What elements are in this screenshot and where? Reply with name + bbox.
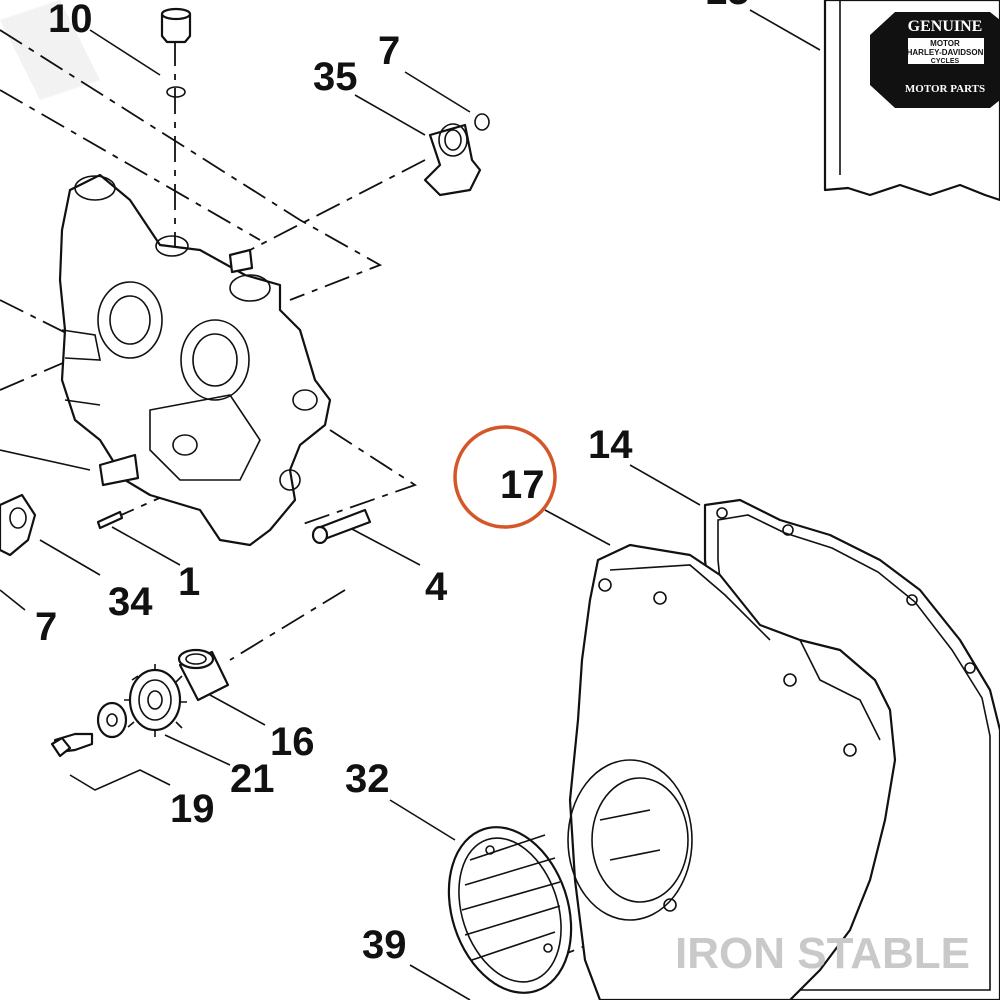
logo-box: GENUINE MOTOR HARLEY-DAVIDSON CYCLES MOT…: [823, 0, 1000, 202]
callout-19: 19: [170, 787, 215, 831]
callout-17: 17: [500, 463, 545, 507]
callout-10: 10: [48, 0, 93, 41]
callout-14: 14: [588, 423, 633, 467]
callout-7-left: 7: [35, 605, 57, 649]
callout-35: 35: [313, 55, 358, 99]
logo-mid-top-text: MOTOR: [930, 39, 960, 48]
part-pin-bolt: [96, 508, 372, 545]
part-timer-cover: [447, 826, 573, 994]
callout-16: 16: [270, 720, 315, 764]
callout-7-top: 7: [378, 29, 400, 73]
callout-39: 39: [362, 923, 407, 967]
logo-bottom-text: MOTOR PARTS: [905, 83, 985, 95]
logo-top-text: GENUINE: [908, 18, 983, 35]
part-fitting: [423, 113, 490, 197]
callout-15: 15: [705, 0, 750, 13]
part-cam-cover: [567, 543, 897, 1002]
callout-4: 4: [425, 565, 448, 609]
callout-labels: 10 15 7 35 14 17 4 1 34 7 16 21 19 32 39: [35, 0, 750, 967]
leader-lines: [0, 9, 821, 1001]
part-clip: [0, 493, 37, 557]
part-gear: [124, 664, 187, 737]
callout-34: 34: [108, 580, 153, 624]
logo-tm-text: TM: [981, 102, 990, 108]
highlight-circle: [453, 425, 557, 529]
part-bushing: [177, 648, 230, 702]
callout-1: 1: [178, 560, 200, 604]
callout-21: 21: [230, 757, 275, 801]
watermark-text: IRON STABLE: [675, 929, 970, 978]
logo-mid-bottom-text: CYCLES: [931, 58, 960, 65]
background-shape: [0, 0, 100, 100]
part-cam-plate: [58, 173, 332, 547]
part-washer-bolt: [50, 701, 128, 758]
part-plug: [160, 7, 192, 98]
logo-brand-text: HARLEY-DAVIDSON: [907, 48, 984, 57]
callout-32: 32: [345, 757, 390, 801]
